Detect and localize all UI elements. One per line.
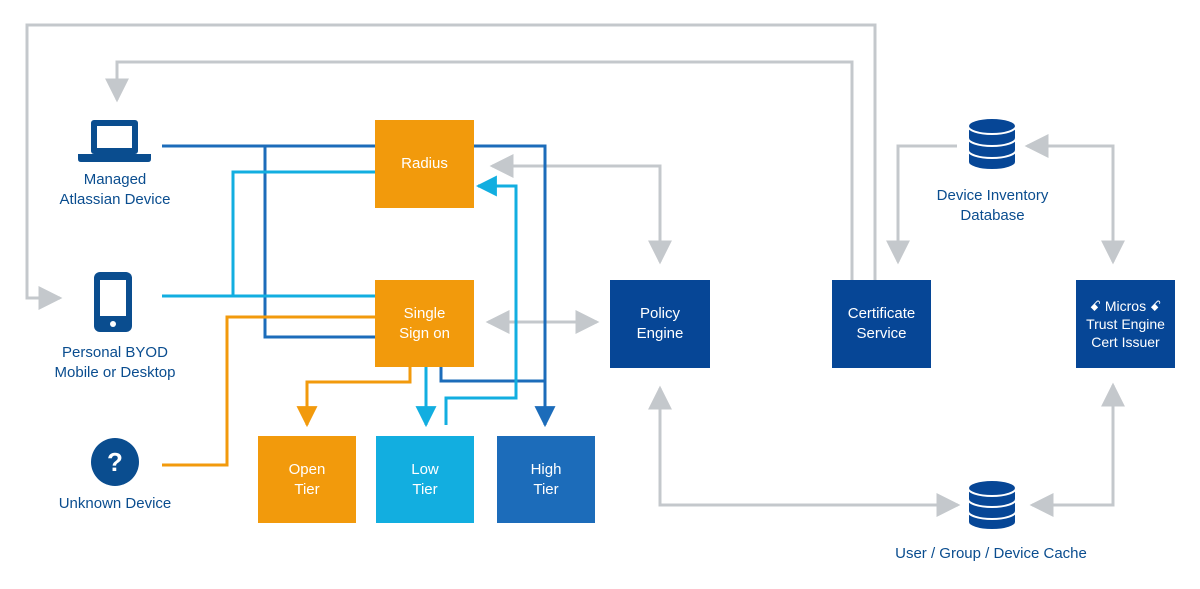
policy-cache-arrow: [648, 385, 961, 517]
managed-to-sso-line: [263, 146, 375, 339]
unknown-flows: [162, 315, 412, 467]
radius-box: Radius: [375, 120, 474, 208]
mobile-icon: [94, 272, 132, 332]
database-icon: [967, 479, 1017, 531]
byod-to-radius-line: [231, 170, 375, 296]
cache-label: User / Group / Device Cache: [895, 545, 1087, 562]
radius-loop-arrow: [444, 175, 518, 425]
managed-flows: [162, 144, 556, 428]
cache-trust-arrow: [1029, 382, 1125, 517]
inventory-cert-arrow: [886, 144, 957, 265]
cert-to-byod-arrow: [25, 23, 877, 310]
question-icon: ?: [91, 438, 139, 486]
sso-to-open-tier-arrow: [296, 367, 412, 428]
certificate-service-box: Certificate Service: [832, 280, 931, 368]
trust-engine-box: ꗃ Micros ꗃ Trust Engine Cert Issuer: [1076, 280, 1175, 368]
high-tier-box: High Tier: [497, 436, 595, 523]
low-tier-box: Low Tier: [376, 436, 474, 523]
question-glyph: ?: [107, 447, 123, 477]
sso-box: Single Sign on: [375, 280, 474, 367]
managed-device-label: Managed Atlassian Device: [59, 171, 171, 208]
inventory-trust-arrow: [1024, 134, 1125, 265]
unknown-to-sso-line: [162, 315, 375, 467]
laptop-icon: [78, 120, 151, 162]
open-tier-box: Open Tier: [258, 436, 356, 523]
radius-policy-arrow: [489, 154, 672, 265]
sso-to-high-tier-arrow: [439, 367, 545, 383]
database-icon: [967, 117, 1017, 171]
device-inventory-label: Device Inventory Database: [936, 187, 1049, 224]
grey-connectors: [25, 23, 1125, 517]
policy-engine-box: Policy Engine: [610, 280, 710, 368]
byod-device-label: Personal BYOD Mobile or Desktop: [54, 344, 176, 381]
byod-flows: [162, 170, 518, 428]
cert-to-managed-arrow: [105, 60, 854, 280]
radius-to-high-tier-arrow: [474, 144, 556, 428]
unknown-device-label: Unknown Device: [58, 495, 172, 512]
